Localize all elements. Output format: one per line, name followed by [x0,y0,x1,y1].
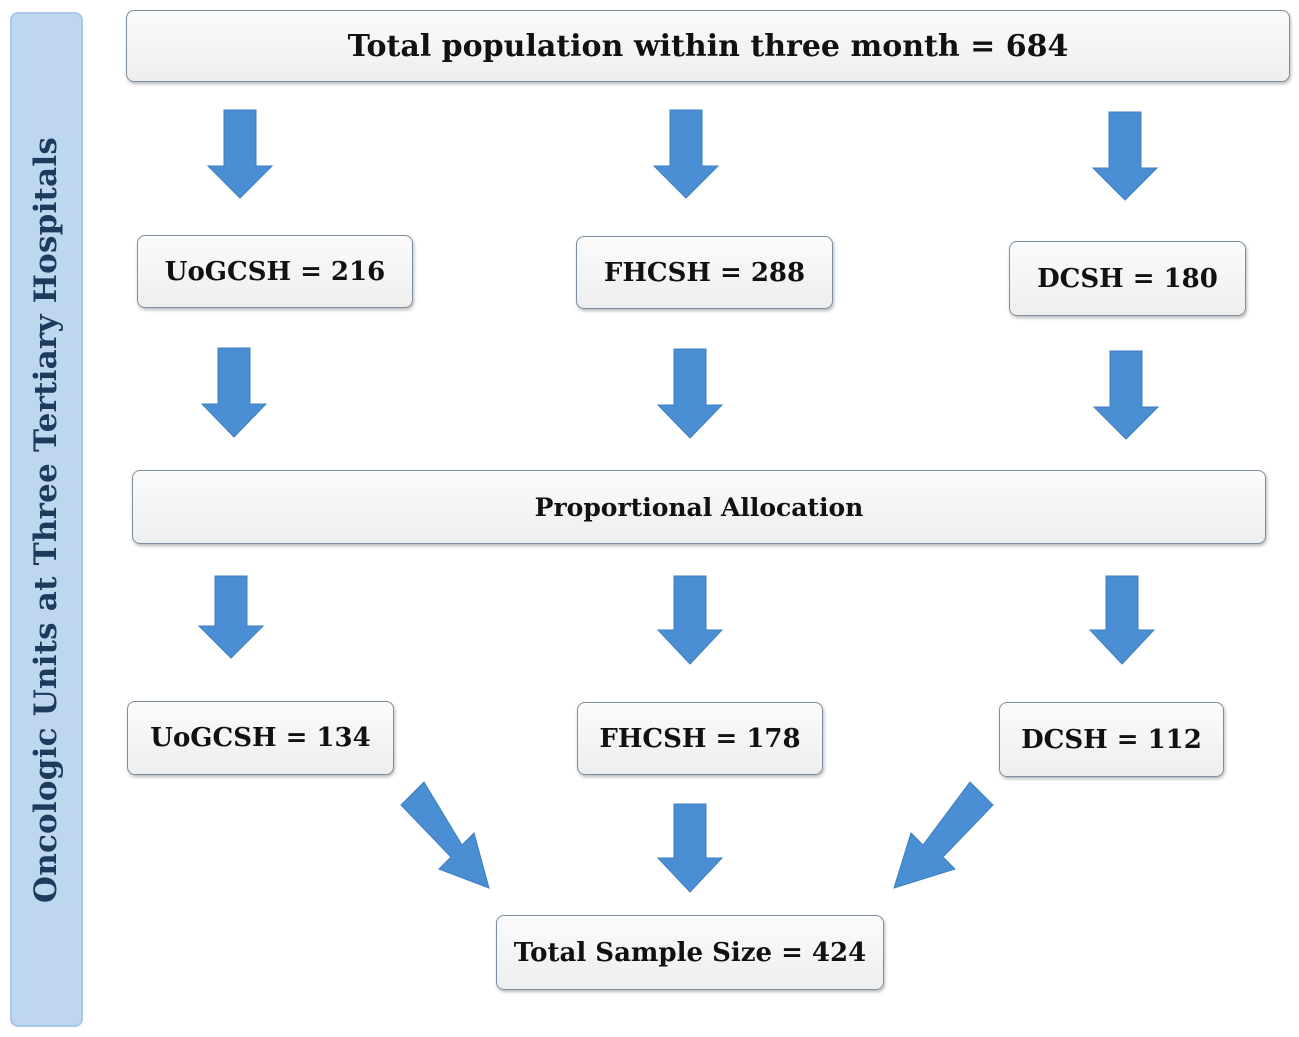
sample-box-uogcsh: UoGCSH = 134 [127,701,394,775]
down-arrow-2-left [200,347,268,438]
diagonal-arrow-left [400,781,490,889]
down-arrow-2-center [656,348,724,439]
down-arrow-4-center [656,803,724,893]
sample-label-uogcsh: UoGCSH = 134 [150,723,371,753]
down-arrow-1-right [1091,111,1159,201]
total-sample-box: Total Sample Size = 424 [496,915,884,990]
total-population-text: Total population within three month = 68… [347,28,1069,64]
down-arrow-3-right [1088,575,1156,665]
down-arrow-1-left [206,109,274,199]
down-arrow-3-left [197,575,265,659]
population-label-uogcsh: UoGCSH = 216 [164,256,386,287]
diagonal-arrow-right [893,781,994,889]
population-box-fhcsh: FHCSH = 288 [576,236,833,309]
sample-label-fhcsh: FHCSH = 178 [599,723,801,754]
sample-box-fhcsh: FHCSH = 178 [577,702,823,775]
sample-box-dcsh: DCSH = 112 [999,702,1224,777]
proportional-allocation-text: Proportional Allocation [534,492,864,522]
total-population-box: Total population within three month = 68… [126,10,1290,82]
down-arrow-2-right [1092,350,1160,440]
sample-label-dcsh: DCSH = 112 [1021,724,1202,755]
down-arrow-3-center [656,575,724,665]
population-box-uogcsh: UoGCSH = 216 [137,235,413,308]
down-arrow-1-center [652,109,720,199]
population-label-dcsh: DCSH = 180 [1037,263,1218,294]
population-box-dcsh: DCSH = 180 [1009,241,1246,316]
population-label-fhcsh: FHCSH = 288 [603,257,806,288]
total-sample-text: Total Sample Size = 424 [513,937,867,968]
side-bar [10,12,83,1027]
proportional-allocation-box: Proportional Allocation [132,470,1266,544]
